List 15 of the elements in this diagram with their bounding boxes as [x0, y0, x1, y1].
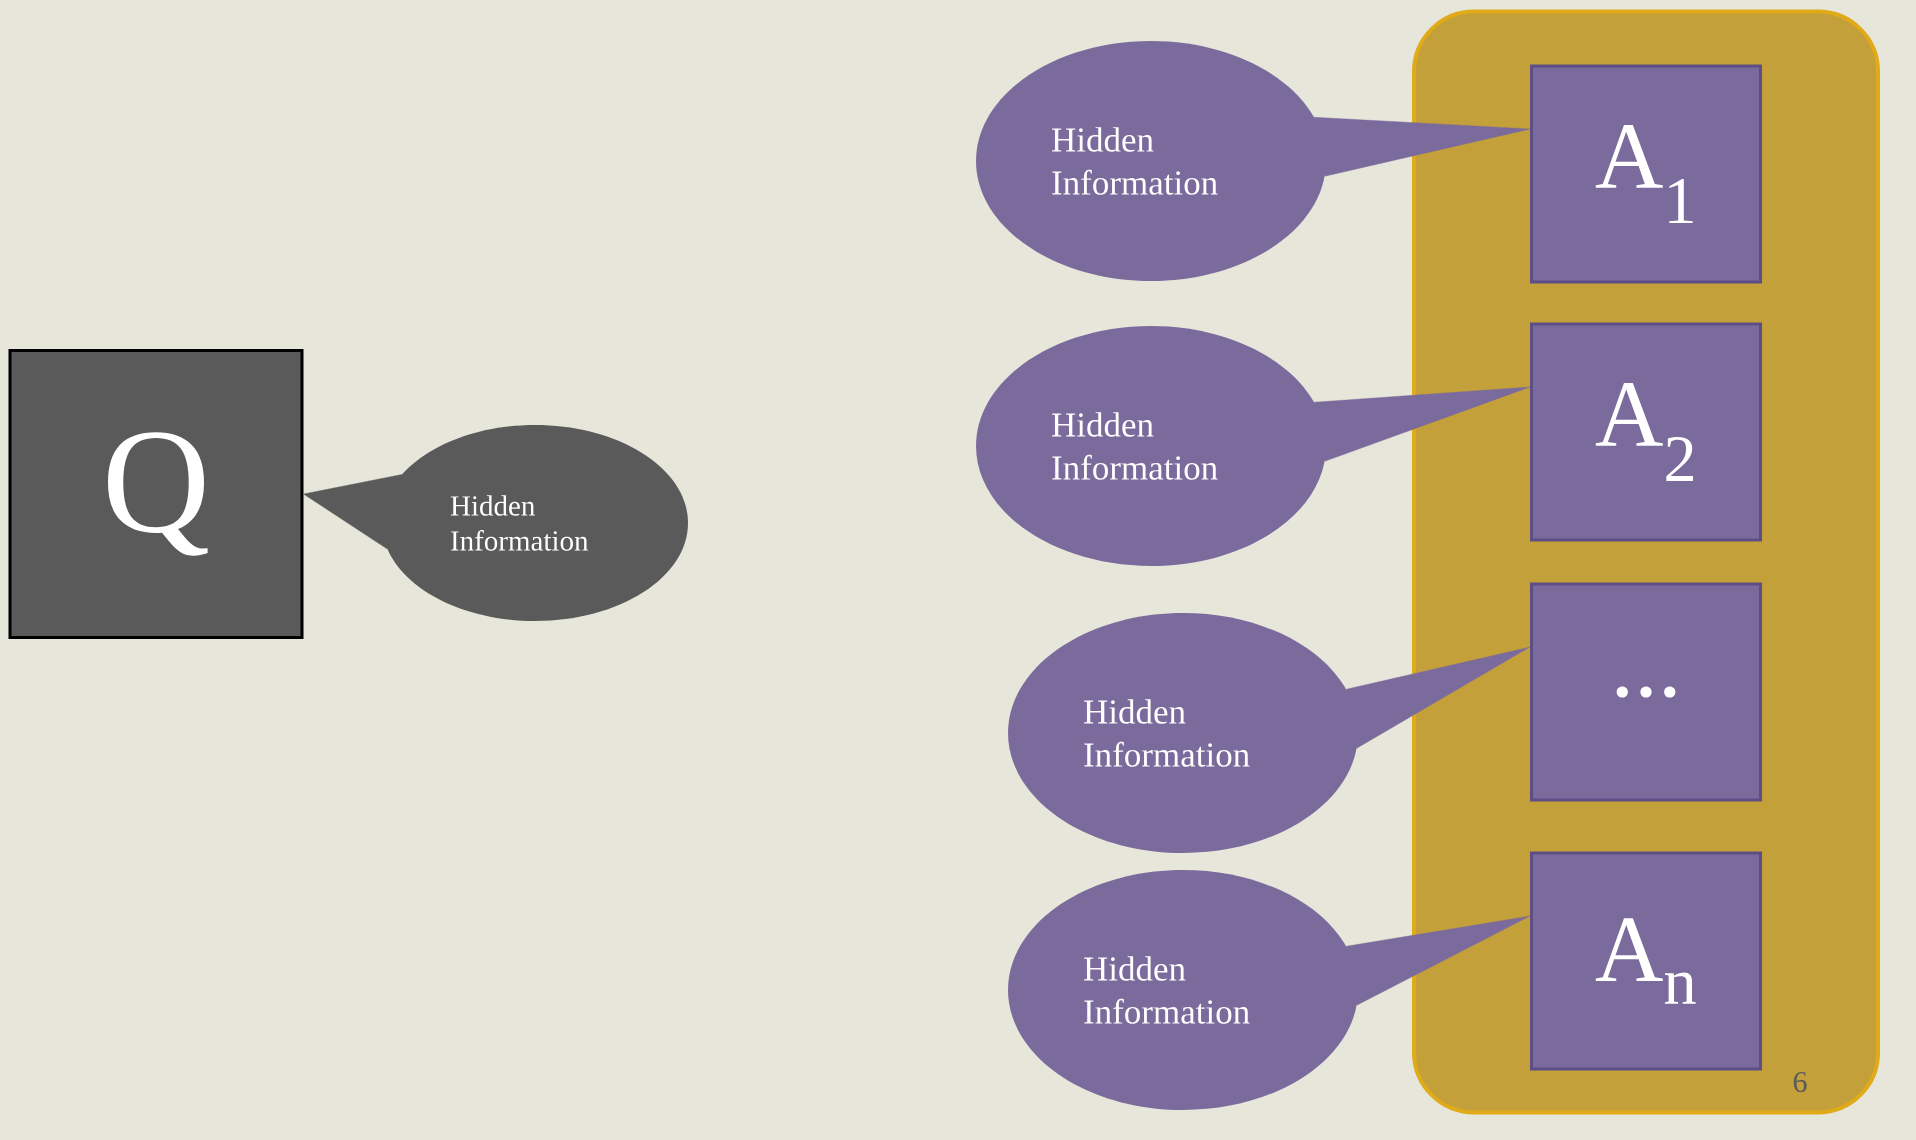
letter-box: ...	[1530, 582, 1762, 802]
bubble-tail	[1346, 646, 1531, 749]
bubble-tail	[1314, 117, 1531, 177]
bubble-tail	[1314, 386, 1531, 462]
speech-bubble: Hidden Information	[1008, 613, 1358, 853]
bubble-tail	[1346, 915, 1531, 1006]
letter-box: A$_{1}$	[1530, 64, 1762, 284]
page-number: 6	[1793, 1071, 1807, 1093]
speech-bubble: Hidden Information	[976, 326, 1326, 566]
speech-bubble: Hidden Information	[382, 425, 688, 621]
letter-box: A$_{n}$	[1530, 851, 1762, 1071]
letter-box: A$_{2}$	[1530, 322, 1762, 542]
letter-box: Q	[8, 349, 304, 639]
speech-bubble: Hidden Information	[976, 41, 1326, 281]
speech-bubble: Hidden Information	[1008, 870, 1358, 1110]
